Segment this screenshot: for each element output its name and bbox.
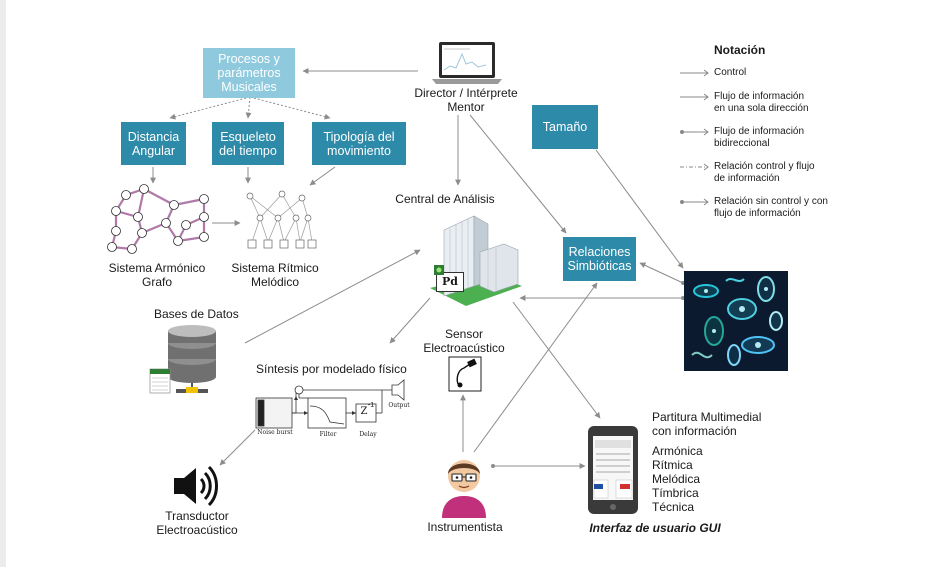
graph-edge: [173, 197, 205, 207]
building-icon: [430, 215, 522, 306]
wire-tamano-microbes: [595, 149, 684, 269]
partitura-items: Armónica Rítmica Melódica Tímbrica Técni…: [652, 444, 703, 514]
graph-node: [111, 206, 121, 216]
legend-line-dashdot: [680, 163, 709, 171]
gui-label: Interfaz de usuario GUI: [589, 521, 721, 535]
graph-node: [107, 242, 117, 252]
graph-node: [199, 212, 209, 222]
rhythm-tree-icon: [246, 190, 317, 249]
legend-text-control: Control: [714, 67, 747, 78]
graph-edge: [143, 188, 175, 206]
speaker-icon: [174, 465, 218, 507]
sintesis-label: Síntesis por modelado físico: [256, 362, 407, 376]
synth-output-label: Output: [388, 402, 410, 409]
graph-node: [173, 236, 183, 246]
wire-microbes-relaciones: [639, 262, 684, 284]
instrumentista-label: Instrumentista: [427, 520, 503, 534]
graph-node: [199, 194, 209, 204]
ritmico-label: Sistema Rítmico Melódico: [231, 261, 319, 289]
graph-node: [121, 190, 131, 200]
director-label: Director / Intérprete Mentor: [414, 86, 518, 114]
central-label: Central de Análisis: [395, 192, 495, 206]
wire-dot-instrumentista: [491, 464, 495, 468]
wire-bases-central: [244, 249, 421, 344]
graph-node: [199, 232, 209, 242]
wire-procesos-tipologia: [249, 96, 331, 120]
graph-node: [111, 226, 121, 236]
database-icon: [149, 325, 216, 394]
legend-text-flow-one: Flujo de información en una sola direcci…: [714, 91, 809, 114]
synth-delay-label: Delay: [359, 431, 377, 438]
legend-line-bidirectional: [680, 128, 709, 136]
microphone-icon: [448, 356, 482, 392]
wire-procesos-esqueleto: [245, 96, 252, 119]
relaciones-box: Relaciones Simbióticas: [563, 237, 636, 281]
wire-procesos-distancia: [169, 96, 251, 120]
synth-block-diagram: [255, 379, 405, 429]
distancia-box: Distancia Angular: [121, 122, 186, 165]
wire-instrumentista-relaciones: [473, 282, 598, 453]
graph-node: [181, 220, 191, 230]
graph-node: [127, 244, 137, 254]
green-led-icon: [434, 265, 444, 275]
pd-badge: Pd: [436, 272, 464, 292]
partitura-label: Partitura Multimedial con información: [652, 410, 762, 438]
microorganisms-image: [684, 271, 788, 371]
person-avatar-icon: [442, 460, 486, 518]
harmonic-graph-icon: [107, 184, 209, 254]
legend-text-control-flow: Relación control y flujo de información: [714, 161, 815, 184]
tipologia-box: Tipología del movimiento: [312, 122, 406, 165]
transductor-label: Transductor Electroacústico: [156, 509, 238, 537]
wire-tipologia-ritmico: [309, 166, 336, 186]
bases-label: Bases de Datos: [154, 307, 239, 321]
legend-line-dot-solid: [680, 198, 709, 206]
tamano-box: Tamaño: [532, 105, 598, 149]
procesos-box: Procesos y parámetros Musicales: [203, 48, 295, 98]
synth-noise-label: Noise burst: [257, 429, 293, 436]
graph-node: [139, 184, 149, 194]
synth-z-exponent: -1: [367, 402, 375, 409]
wire-synth-transductor: [219, 429, 256, 466]
legend-line-flow-one: [680, 93, 709, 101]
graph-node: [137, 228, 147, 238]
left-margin-strip: [0, 0, 6, 567]
laptop-icon: [432, 42, 502, 84]
synth-filter-label: Filter: [319, 431, 337, 438]
synth-z-label: Z: [360, 406, 368, 417]
tablet-gui-icon: [588, 426, 638, 514]
wire-director-relaciones: [469, 114, 567, 234]
legend-line-solid: [680, 69, 709, 77]
legend-text-no-control: Relación sin control y con flujo de info…: [714, 196, 828, 219]
graph-node: [161, 218, 171, 228]
legend-title: Notación: [714, 43, 766, 57]
esqueleto-box: Esqueleto del tiempo: [212, 122, 284, 165]
legend-text-bidirectional: Flujo de información bidireccional: [714, 126, 805, 149]
graph-node: [169, 200, 179, 210]
graph-node: [133, 212, 143, 222]
wire-central-synth: [389, 297, 431, 344]
sensor-label: Sensor Electroacústico: [423, 327, 505, 355]
wire-central-partitura: [512, 301, 601, 419]
armonico-label: Sistema Armónico Grafo: [108, 261, 206, 289]
